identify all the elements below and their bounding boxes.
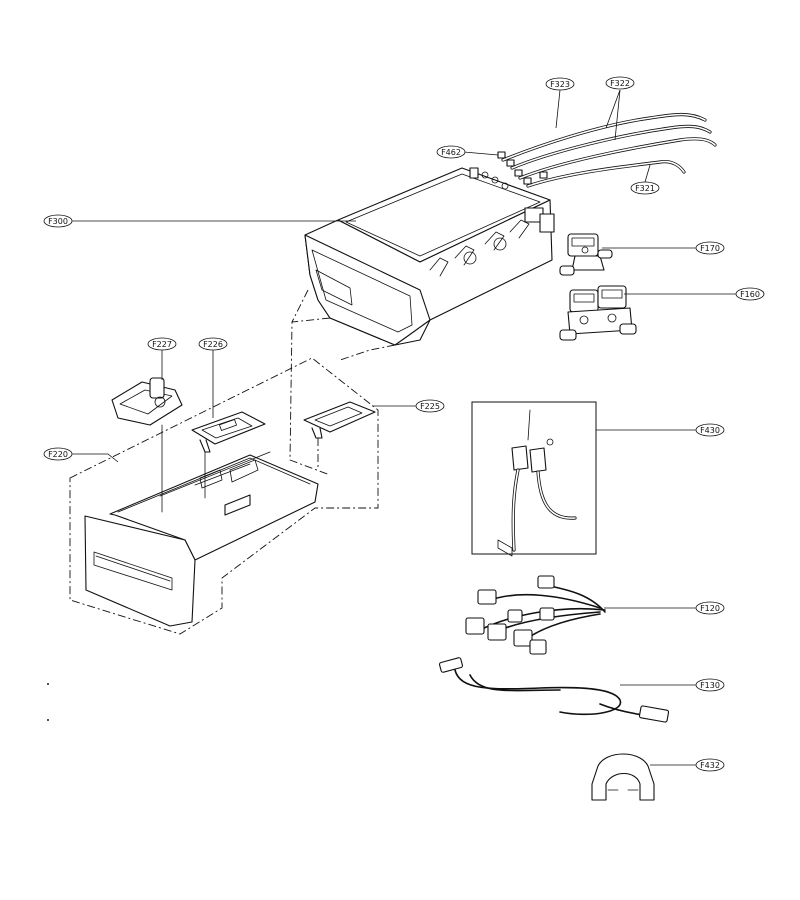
svg-text:F120: F120 — [700, 604, 720, 613]
drain-hose-assembly — [471, 401, 597, 557]
svg-text:F227: F227 — [152, 340, 172, 349]
siphon-cover — [191, 411, 266, 453]
bleach-cover — [303, 401, 376, 439]
label-f430: F430 — [695, 423, 725, 437]
signal-cable — [438, 657, 670, 723]
softener-cap — [111, 377, 183, 426]
stray-mark — [47, 719, 50, 722]
label-f220: F220 — [43, 447, 73, 461]
label-f462: F462 — [436, 145, 466, 159]
label-f130: F130 — [695, 678, 725, 692]
detergent-drawer — [69, 357, 379, 635]
svg-text:F225: F225 — [420, 402, 440, 411]
svg-text:F322: F322 — [610, 79, 630, 88]
svg-text:F462: F462 — [441, 148, 461, 157]
label-f227: F227 — [147, 337, 177, 351]
svg-text:F226: F226 — [203, 340, 223, 349]
hose-guide — [591, 753, 655, 801]
svg-text:F321: F321 — [635, 184, 655, 193]
label-f321: F321 — [630, 181, 660, 195]
label-f170: F170 — [695, 241, 725, 255]
label-f226: F226 — [198, 337, 228, 351]
wire-harness — [465, 575, 606, 655]
inlet-hoses — [497, 112, 717, 188]
svg-text:F170: F170 — [700, 244, 720, 253]
label-f160: F160 — [735, 287, 765, 301]
single-water-valve — [559, 233, 613, 276]
label-f432: F432 — [695, 758, 725, 772]
dispenser-housing — [289, 167, 555, 476]
svg-text:F323: F323 — [550, 80, 570, 89]
svg-text:F300: F300 — [48, 217, 68, 226]
label-f300: F300 — [43, 214, 73, 228]
label-f120: F120 — [695, 601, 725, 615]
double-water-valve — [559, 285, 637, 341]
svg-text:F430: F430 — [700, 426, 720, 435]
svg-text:F130: F130 — [700, 681, 720, 690]
label-f225: F225 — [415, 399, 445, 413]
svg-text:F220: F220 — [48, 450, 68, 459]
label-f322: F322 — [605, 76, 635, 90]
svg-text:F432: F432 — [700, 761, 720, 770]
svg-text:F160: F160 — [740, 290, 760, 299]
label-f323: F323 — [545, 77, 575, 91]
stray-mark — [47, 683, 50, 686]
leader-lines — [72, 89, 736, 766]
